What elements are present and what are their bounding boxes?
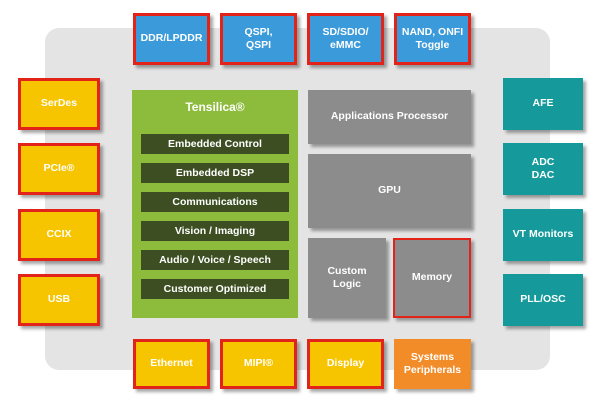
vt-monitors-block: VT Monitors — [503, 209, 583, 261]
tensilica-title: Tensilica® — [185, 100, 245, 114]
tensilica-item: Customer Optimized — [141, 279, 289, 299]
adc-dac-block: ADC DAC — [503, 143, 583, 195]
serdes-block: SerDes — [18, 78, 100, 130]
tensilica-panel: Tensilica® Embedded Control Embedded DSP… — [132, 90, 298, 318]
pcie-block: PCIe® — [18, 143, 100, 195]
nand-block: NAND, ONFI Toggle — [394, 13, 471, 65]
ethernet-block: Ethernet — [133, 339, 210, 389]
display-block: Display — [307, 339, 384, 389]
tensilica-item: Communications — [141, 192, 289, 212]
afe-block: AFE — [503, 78, 583, 130]
tensilica-item: Embedded DSP — [141, 163, 289, 183]
applications-processor-block: Applications Processor — [308, 90, 471, 144]
pll-osc-block: PLL/OSC — [503, 274, 583, 326]
systems-peripherals-block: Systems Peripherals — [394, 339, 471, 389]
qspi-block: QSPI, QSPI — [220, 13, 297, 65]
tensilica-item: Embedded Control — [141, 134, 289, 154]
sdio-block: SD/SDIO/ eMMC — [307, 13, 384, 65]
gpu-block: GPU — [308, 154, 471, 228]
usb-block: USB — [18, 274, 100, 326]
tensilica-item: Vision / Imaging — [141, 221, 289, 241]
ddr-block: DDR/LPDDR — [133, 13, 210, 65]
mipi-block: MIPI® — [220, 339, 297, 389]
tensilica-item: Audio / Voice / Speech — [141, 250, 289, 270]
custom-logic-block: Custom Logic — [308, 238, 386, 318]
ccix-block: CCIX — [18, 209, 100, 261]
memory-block: Memory — [393, 238, 471, 318]
